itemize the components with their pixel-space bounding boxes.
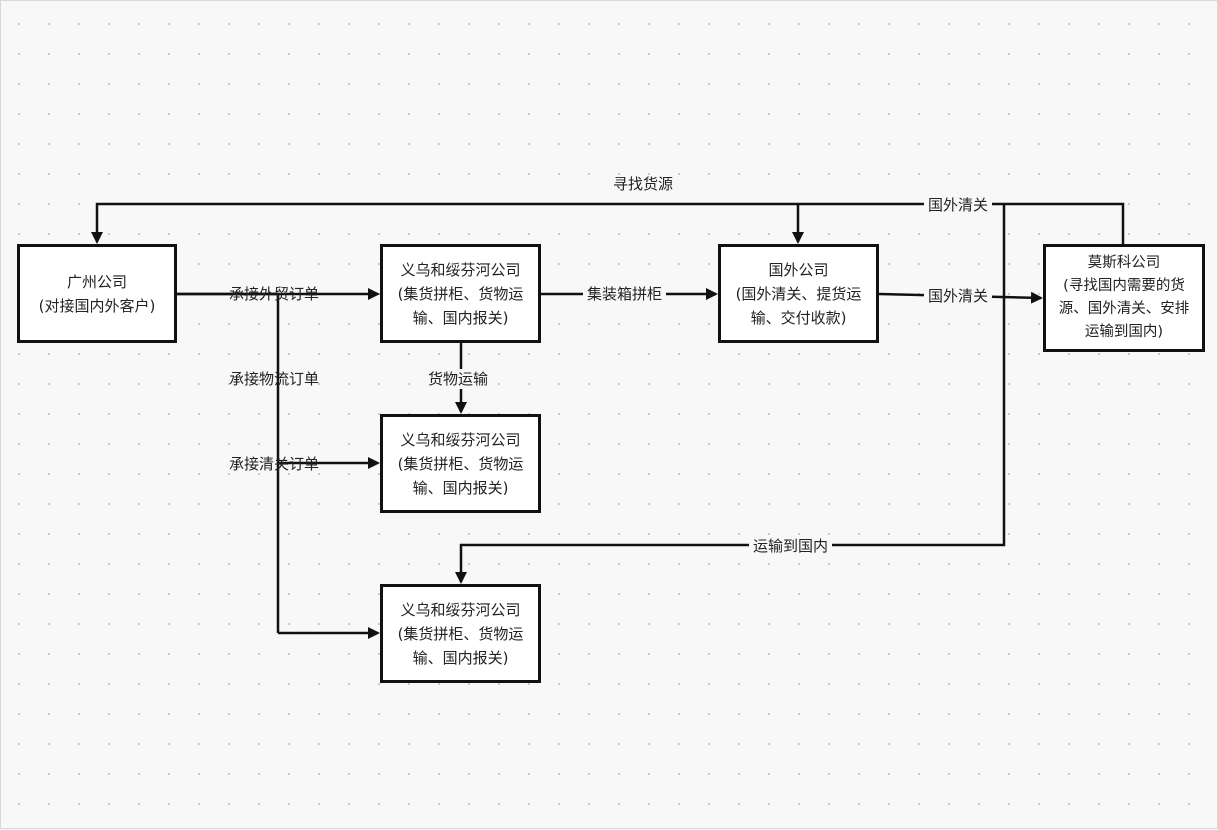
node-guangzhou[interactable]: 广州公司 (对接国内外客户) bbox=[17, 244, 177, 343]
node-yiwu-top-line-1: 义乌和绥芬河公司 bbox=[400, 260, 521, 279]
edge-transport-domestic bbox=[455, 204, 1006, 584]
label-cargo-transport: 货物运输 bbox=[424, 369, 493, 389]
node-yiwu-bottom-line-1: 义乌和绥芬河公司 bbox=[400, 600, 521, 619]
node-guangzhou-line-1: 广州公司 bbox=[66, 272, 127, 291]
label-foreign-clearance-top: 国外清关 bbox=[924, 195, 993, 215]
label-transport-domestic: 运输到国内 bbox=[749, 536, 833, 556]
label-find-source: 寻找货源 bbox=[613, 175, 674, 193]
node-foreign-company[interactable]: 国外公司 (国外清关、提货运 输、交付收款) bbox=[718, 244, 879, 343]
label-foreign-trade-order: 承接外贸订单 bbox=[229, 285, 320, 303]
node-yiwu-mid-line-3: 输、国内报关) bbox=[412, 478, 509, 497]
node-yiwu-bottom[interactable]: 义乌和绥芬河公司 (集货拼柜、货物运 输、国内报关) bbox=[380, 584, 541, 683]
node-guangzhou-line-2: (对接国内外客户) bbox=[38, 296, 156, 315]
edge-find-source bbox=[91, 202, 1125, 244]
node-foreign-line-1: 国外公司 bbox=[768, 260, 829, 279]
edge-trunk bbox=[177, 292, 280, 633]
node-foreign-line-3: 输、交付收款) bbox=[750, 308, 847, 327]
node-yiwu-top-line-3: 输、国内报关) bbox=[412, 308, 509, 327]
node-yiwu-bottom-line-3: 输、国内报关) bbox=[412, 648, 509, 667]
node-moscow-line-1: 莫斯科公司 bbox=[1087, 255, 1161, 271]
node-yiwu-bottom-line-2: (集货拼柜、货物运 bbox=[397, 624, 524, 643]
node-moscow[interactable]: 莫斯科公司 (寻找国内需要的货 源、国外清关、安排 运输到国内) bbox=[1043, 244, 1205, 352]
node-yiwu-top-line-2: (集货拼柜、货物运 bbox=[397, 284, 524, 303]
node-yiwu-top[interactable]: 义乌和绥芬河公司 (集货拼柜、货物运 输、国内报关) bbox=[380, 244, 541, 343]
node-moscow-line-2: (寻找国内需要的货 bbox=[1063, 278, 1185, 294]
node-moscow-line-3: 源、国外清关、安排 bbox=[1058, 301, 1190, 317]
node-moscow-line-4: 运输到国内) bbox=[1084, 324, 1164, 340]
label-customs-order: 承接清关订单 bbox=[229, 455, 320, 473]
node-yiwu-mid-line-2: (集货拼柜、货物运 bbox=[397, 454, 524, 473]
node-yiwu-mid-line-1: 义乌和绥芬河公司 bbox=[400, 430, 521, 449]
node-foreign-line-2: (国外清关、提货运 bbox=[735, 284, 862, 303]
label-foreign-clearance-mid: 国外清关 bbox=[924, 286, 993, 306]
label-logistics-order: 承接物流订单 bbox=[229, 370, 320, 388]
node-yiwu-mid[interactable]: 义乌和绥芬河公司 (集货拼柜、货物运 输、国内报关) bbox=[380, 414, 541, 513]
label-container-consolidation: 集装箱拼柜 bbox=[583, 284, 667, 304]
